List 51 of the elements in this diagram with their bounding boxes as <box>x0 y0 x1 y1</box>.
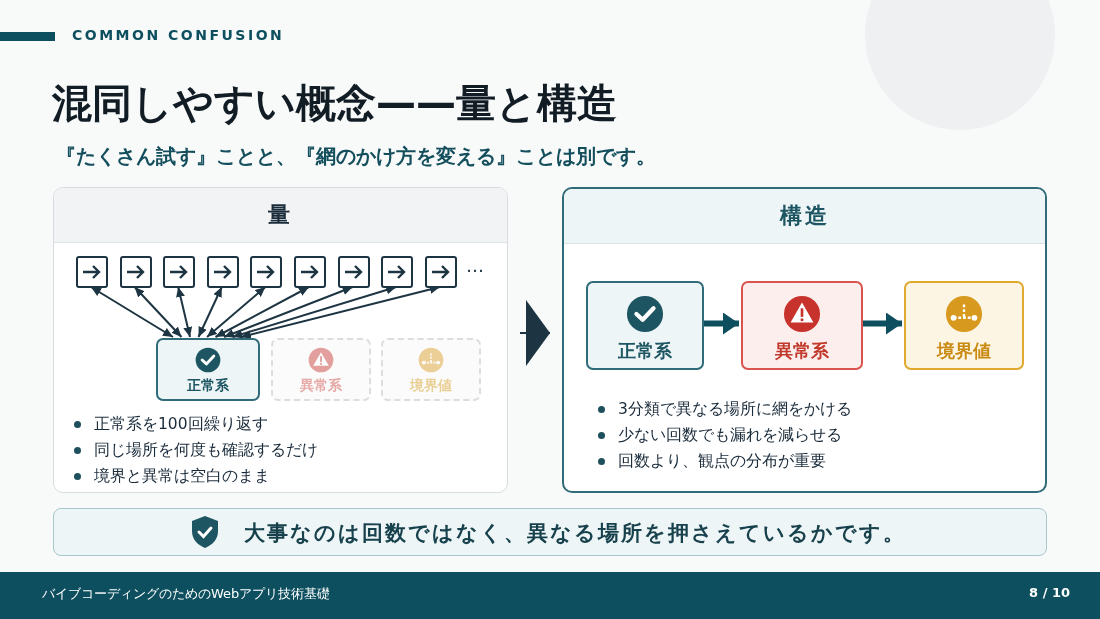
callout-banner <box>53 508 1047 556</box>
page-number: 8 / 10 <box>1029 585 1070 600</box>
ellipsis: … <box>466 255 484 276</box>
step-box <box>294 256 326 288</box>
card-title: 構造 <box>779 202 830 230</box>
arrow <box>702 312 739 335</box>
card-panel <box>562 187 1047 493</box>
step-box <box>76 256 108 288</box>
step-box <box>337 256 370 288</box>
slide-title: 混同しやすい概念——量と構造 <box>52 79 617 128</box>
bullet-item: 回数より、観点の分布が重要 <box>594 451 826 472</box>
category-box <box>156 338 260 401</box>
arrow <box>197 286 223 338</box>
category-box <box>381 338 481 401</box>
arrow <box>176 286 193 338</box>
arrow <box>214 286 310 338</box>
step-box <box>119 256 152 288</box>
category-label: 境界値 <box>408 377 453 395</box>
step-box <box>206 256 239 288</box>
category-label: 異常系 <box>774 339 830 363</box>
bullet-item: 正常系を100回繰り返す <box>70 414 268 435</box>
chevron-arrow <box>519 300 551 366</box>
step-box <box>381 256 414 288</box>
subtitle: 『たくさん試す』ことと、『網のかけ方を変える』ことは別です。 <box>56 143 656 170</box>
arrow <box>861 312 902 335</box>
bullet-item: 少ない回数でも漏れを減らせる <box>594 425 842 446</box>
card-title: 量 <box>268 201 293 229</box>
section-label: COMMON CONFUSION <box>72 27 285 43</box>
step-box <box>163 256 196 288</box>
arrow <box>206 286 267 338</box>
arrow <box>133 286 183 338</box>
category-label: 境界値 <box>935 339 992 363</box>
bullet-item: 3分類で異なる場所に網をかける <box>594 399 852 420</box>
category-label: 正常系 <box>617 339 673 363</box>
footer-text: バイブコーディングのためのWebアプリ技術基礎 <box>42 585 331 603</box>
category-box <box>741 281 863 370</box>
arrow <box>240 285 441 339</box>
step-box <box>250 256 283 288</box>
bullet-item: 同じ場所を何度も確認するだけ <box>70 440 318 461</box>
key-message: 大事なのは回数ではなく、異なる場所を押さえているかです。 <box>244 520 906 547</box>
step-box <box>424 256 457 288</box>
arrow <box>231 285 398 339</box>
category-label: 異常系 <box>299 377 343 395</box>
category-box <box>586 281 704 370</box>
bullet-item: 境界と異常は空白のまま <box>70 466 270 487</box>
category-box <box>904 281 1024 370</box>
arrow <box>90 286 174 338</box>
arrow <box>223 286 354 338</box>
card-panel <box>53 187 508 493</box>
category-label: 正常系 <box>186 377 230 395</box>
category-box <box>271 338 371 401</box>
